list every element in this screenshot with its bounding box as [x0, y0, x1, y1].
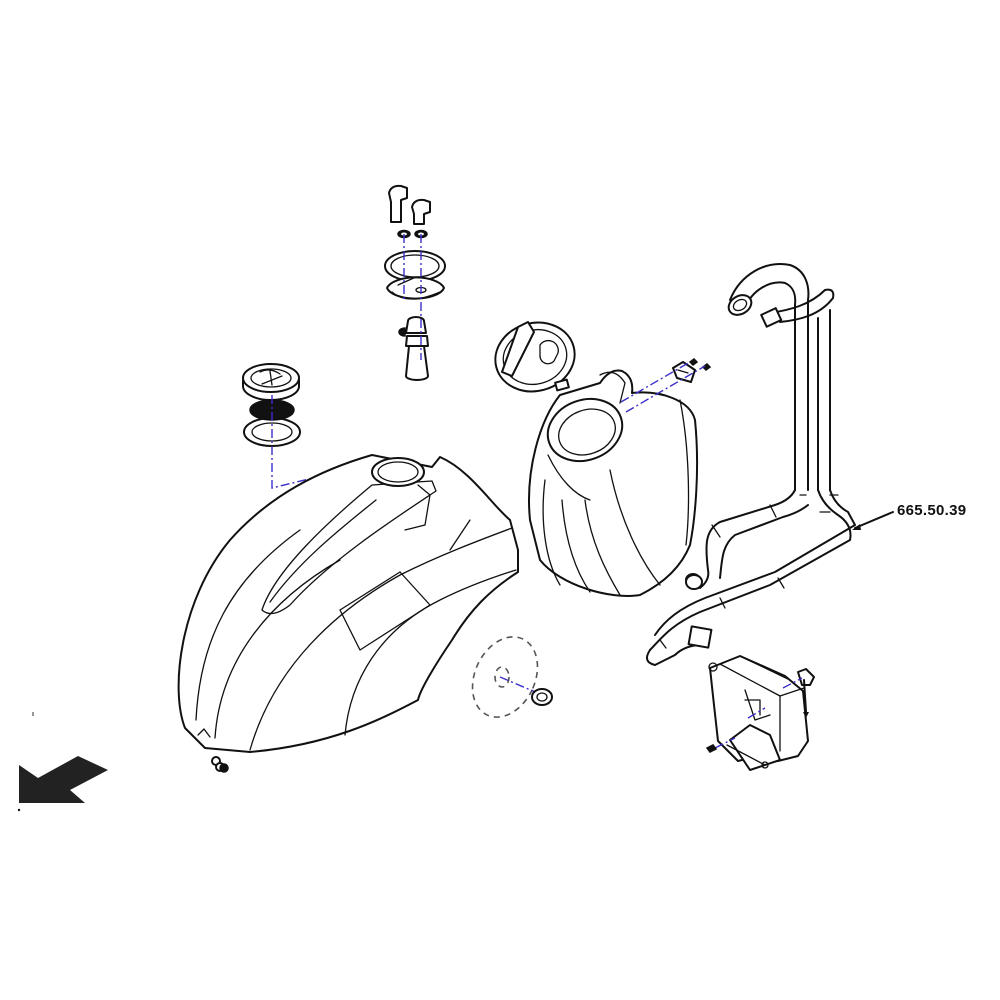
bottom-bracket-housing[interactable]	[705, 655, 815, 771]
part-number-callout: 665.50.39	[897, 502, 967, 519]
wheel-seal-dashed[interactable]	[460, 626, 553, 727]
drain-plug[interactable]	[211, 756, 229, 773]
hose-assembly[interactable]	[645, 263, 856, 666]
main-tank-cover[interactable]	[177, 454, 519, 753]
callout-leader	[852, 511, 894, 530]
recovery-tank[interactable]	[528, 369, 701, 597]
spray-nozzle-valve-assembly[interactable]	[384, 184, 446, 381]
filler-cap-assembly[interactable]	[242, 363, 396, 489]
mounting-bracket-with-screws[interactable]	[620, 358, 712, 413]
recovery-tank-lid[interactable]	[488, 314, 583, 400]
direction-arrow-icon	[17, 712, 108, 812]
